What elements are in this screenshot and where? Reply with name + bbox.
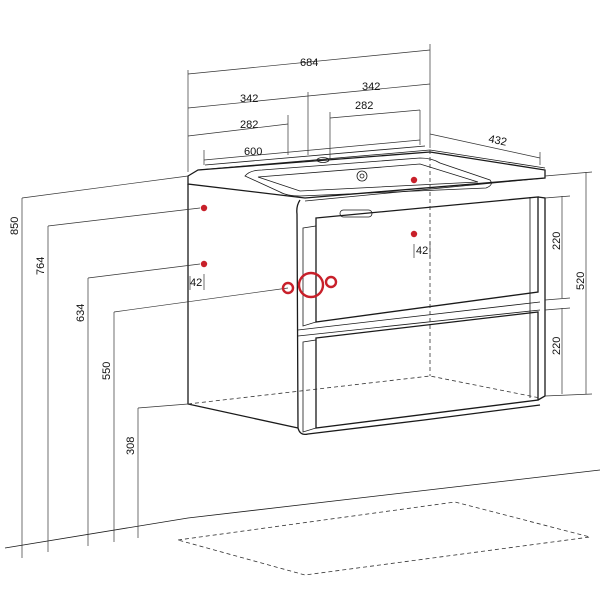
dim-label-308: 308 bbox=[125, 437, 137, 455]
marker-dot bbox=[200, 204, 208, 212]
dim-label-432: 432 bbox=[487, 133, 507, 149]
marker-dot bbox=[200, 260, 208, 268]
offset-marks bbox=[189, 242, 431, 290]
floor-footprint bbox=[177, 501, 591, 576]
dim-label-220-top: 220 bbox=[551, 232, 563, 250]
drain-ring bbox=[297, 271, 325, 299]
dim-label-600: 600 bbox=[244, 146, 262, 158]
dim-label-42-left: 42 bbox=[190, 277, 202, 289]
valve-ring-left bbox=[281, 281, 295, 295]
dim-label-42-right: 42 bbox=[416, 245, 428, 257]
dim-label-850: 850 bbox=[9, 217, 21, 235]
right-dimensions bbox=[544, 171, 593, 397]
dim-label-342-left: 342 bbox=[240, 93, 258, 105]
top-dimensions bbox=[187, 44, 541, 172]
dim-label-764: 764 bbox=[35, 257, 47, 275]
dim-label-550: 550 bbox=[101, 362, 113, 380]
dim-label-282-right: 282 bbox=[355, 100, 373, 112]
left-dimensions bbox=[21, 175, 289, 558]
dim-label-342-right: 342 bbox=[362, 81, 380, 93]
dim-label-520: 520 bbox=[575, 272, 587, 290]
dim-label-220-bottom: 220 bbox=[551, 337, 563, 355]
cabinet-body bbox=[187, 145, 546, 436]
dim-label-282-left: 282 bbox=[240, 119, 258, 131]
valve-ring-right bbox=[324, 275, 338, 289]
connection-markers bbox=[200, 176, 418, 299]
marker-dot bbox=[410, 230, 418, 238]
dim-label-684: 684 bbox=[300, 57, 318, 69]
wall-line bbox=[4, 469, 600, 549]
marker-dot bbox=[410, 176, 418, 184]
dim-label-634: 634 bbox=[75, 304, 87, 322]
